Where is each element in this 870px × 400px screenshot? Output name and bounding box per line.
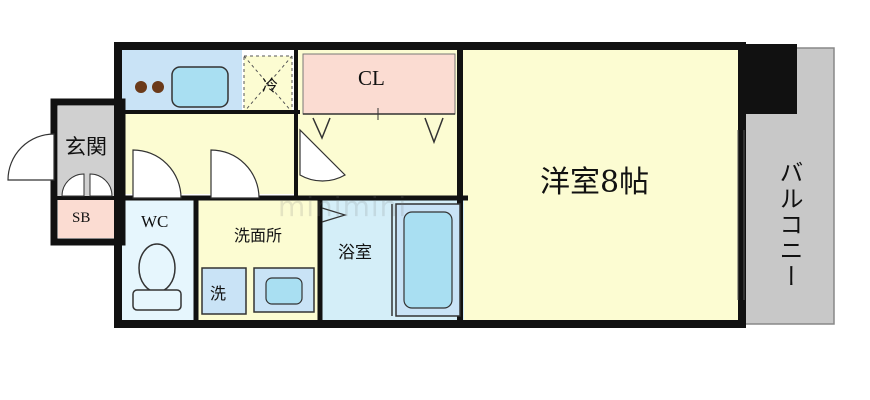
toilet-bowl [138,243,176,293]
shoebox-door-swing-2 [89,173,113,197]
kitchen-sink [171,66,229,108]
entrance-label: 玄関 [65,135,107,159]
shoebox-area [58,198,120,238]
stove-burner-right [152,81,164,93]
shoebox-label: SB [72,210,91,226]
balcony-label: バルコニー [775,160,803,290]
washer-space [201,267,247,315]
toilet-label: WC [141,212,169,231]
watermark: minimini [278,190,408,223]
washer-label: 洗 [210,284,227,303]
refrigerator-label: 冷 [262,76,279,95]
closet-area [302,53,456,115]
entrance-door-swing [7,133,55,181]
balcony-column [742,44,797,114]
washroom-label: 洗面所 [234,226,283,245]
bathroom-label: 浴室 [338,243,372,263]
toilet-tank [132,289,182,311]
hall-door-swing-2 [210,149,260,199]
shoebox-door-swing [61,173,85,197]
closet-label: CL [358,66,385,90]
stove-burner-left [135,81,147,93]
room-door-swing [299,128,346,182]
main-room-label: 洋室8帖 [540,165,650,200]
outer-wall [114,42,746,328]
hall-door-swing-1 [132,149,182,199]
